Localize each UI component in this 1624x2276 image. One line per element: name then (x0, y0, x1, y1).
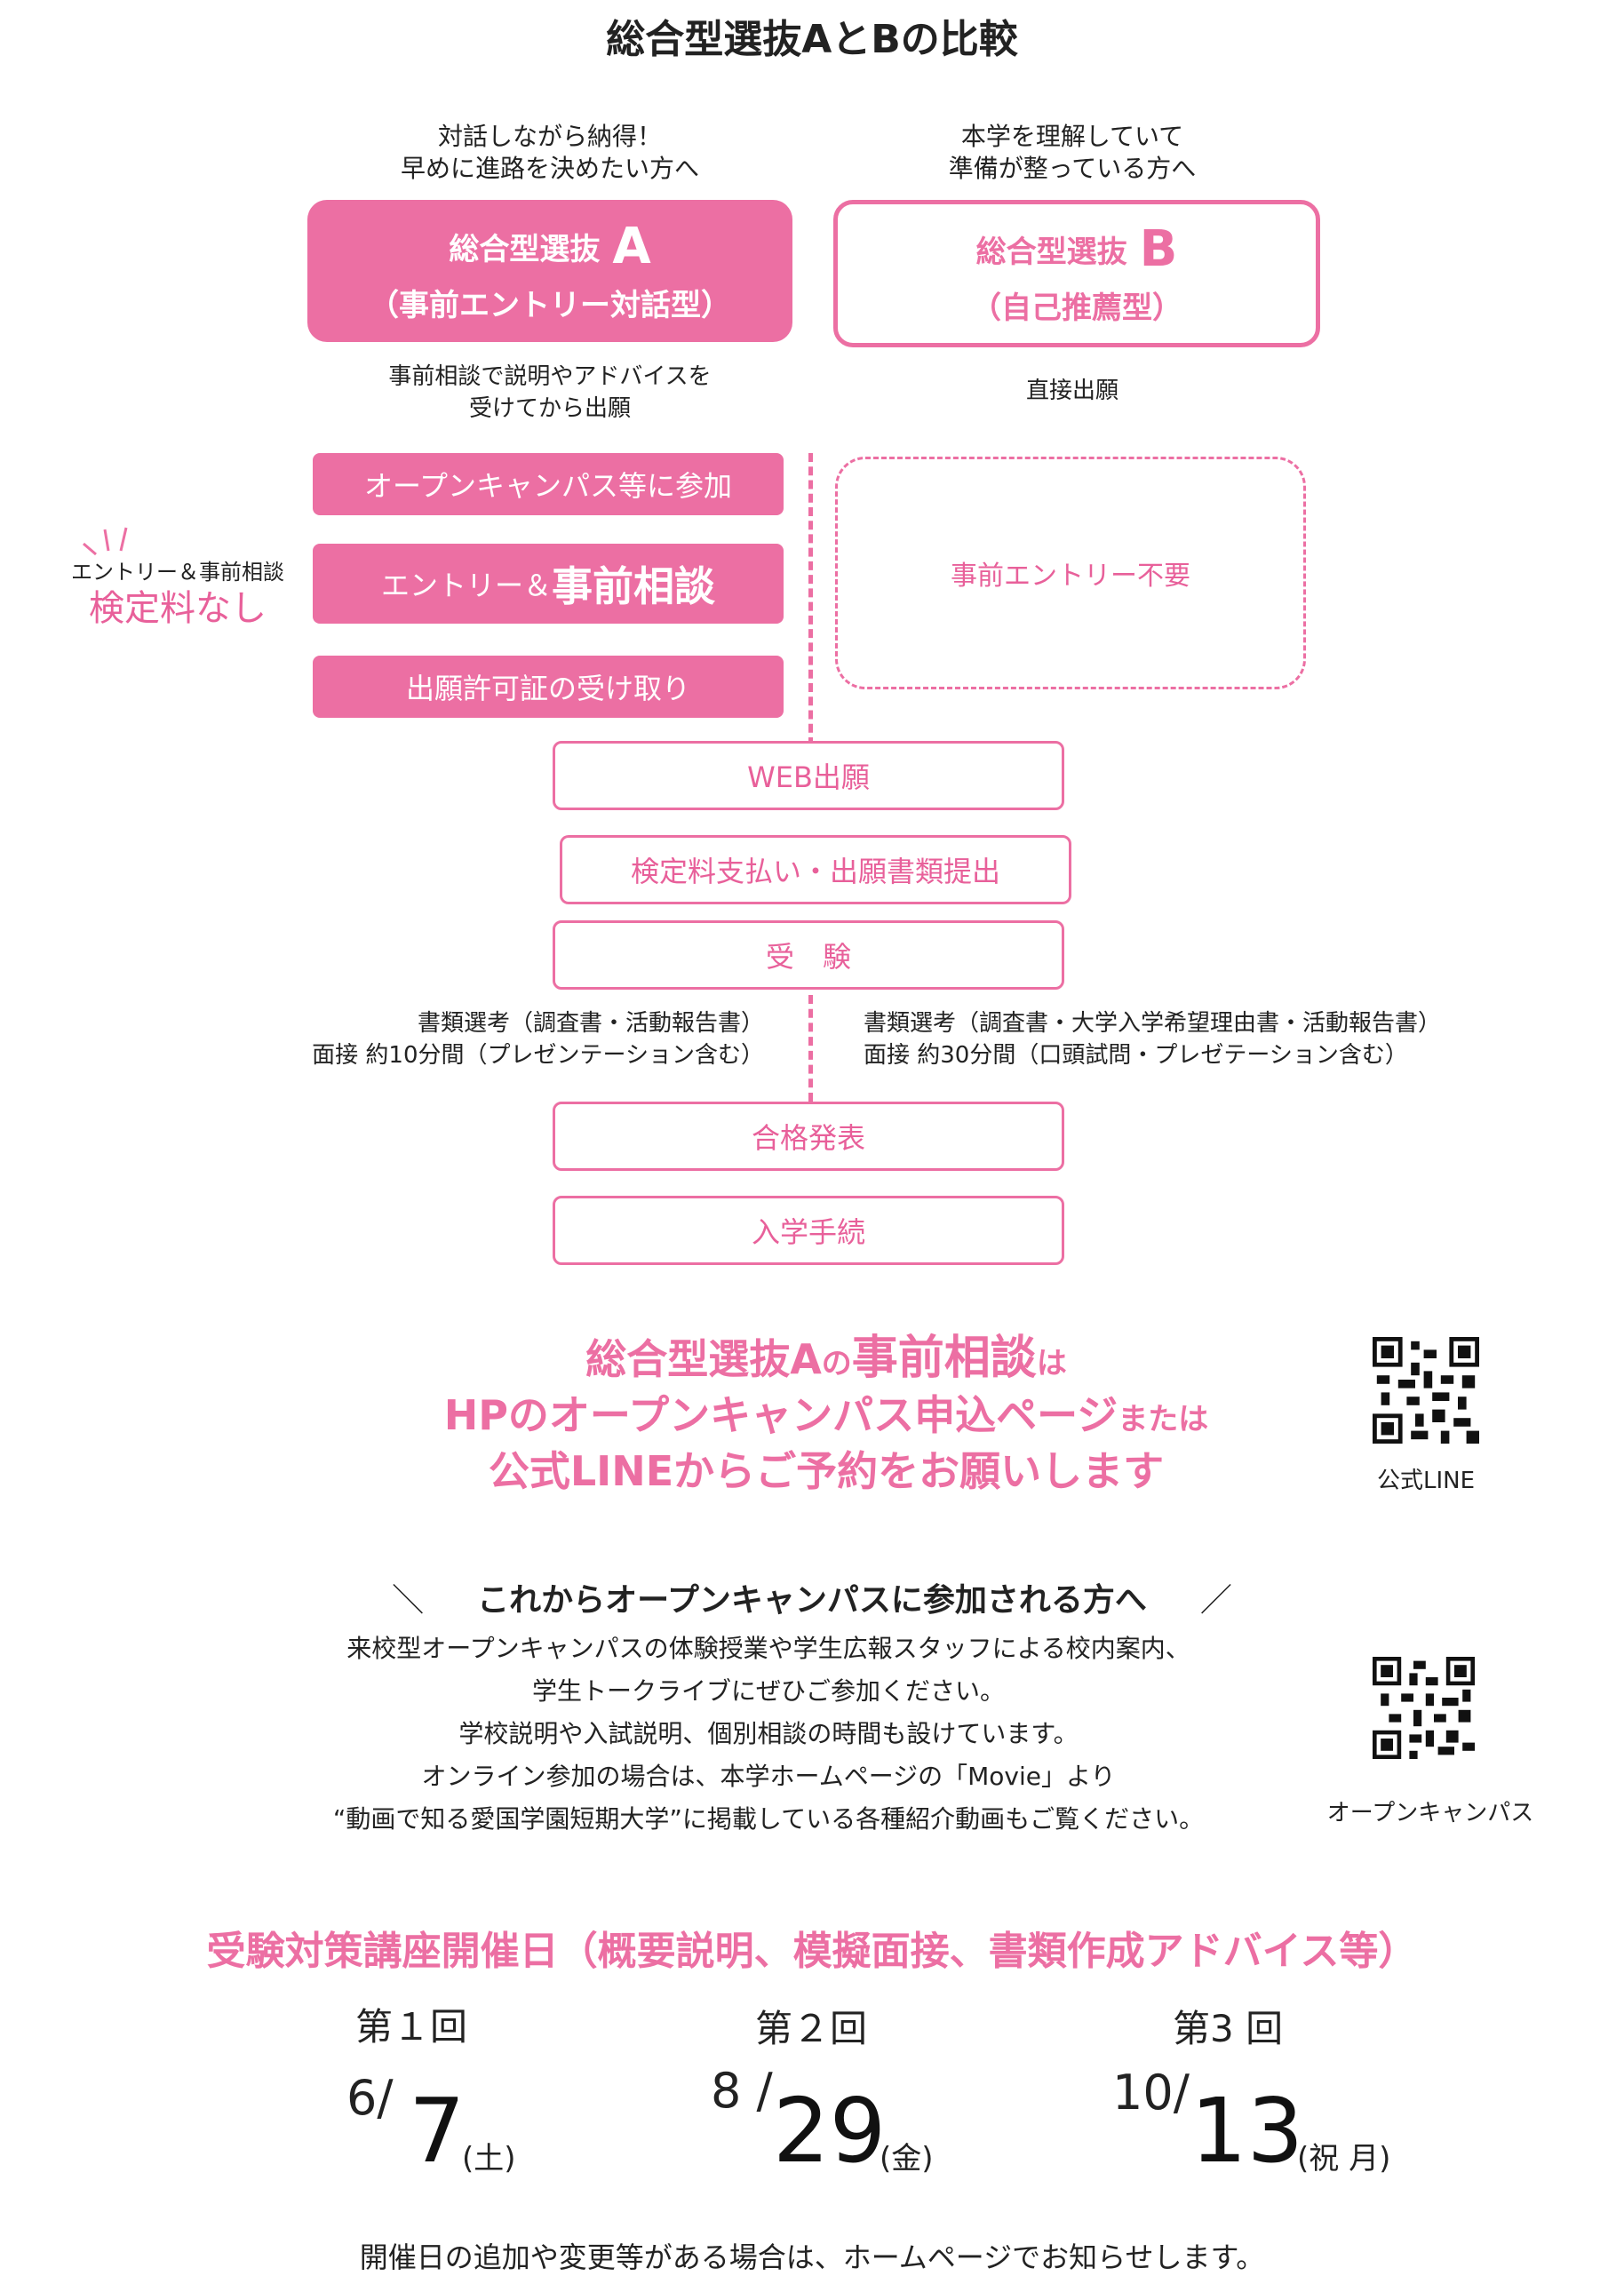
schedule-title: 受験対策講座開催日（概要説明、模擬面接、書類作成アドバイス等） (206, 1929, 1418, 1974)
step-exam: 受 験 (553, 920, 1064, 990)
col-b-exam-line: 書類選考（調査書・大学入学希望理由書・活動報告書） (864, 1010, 1442, 1037)
col-b-intro-line: 準備が整っている方へ (948, 154, 1197, 183)
step-open-campus: オープンキャンパス等に参加 (313, 453, 784, 515)
session-1-round: 第１回 (355, 2005, 468, 2049)
col-b-exam-line: 面接 約30分間（口頭試問・プレゼテーション含む） (864, 1042, 1408, 1069)
col-a-desc-line: 受けてから出願 (468, 395, 631, 422)
selection-a-card: 総合型選抜 A （事前エントリー対話型） (307, 200, 792, 342)
open-campus-line: オンライン参加の場合は、本学ホームページの「Movie」より (421, 1762, 1116, 1791)
heading-slash-left: ＼ (392, 1582, 425, 1619)
open-campus-line: 学生トークライブにぜひご参加ください。 (531, 1676, 1005, 1706)
selection-b-card: 総合型選抜 B （自己推薦型） (833, 200, 1320, 347)
open-campus-line: 来校型オープンキャンパスの体験授業や学生広報スタッフによる校内案内、 (346, 1634, 1190, 1663)
session-3-round: 第3 回 (1173, 2007, 1284, 2050)
session-1-day: 7 (409, 2079, 466, 2183)
col-a-intro: 対話しながら納得！ 早めに進路を決めたい方へ (307, 121, 792, 185)
col-a-exam-line: 面接 約10分間（プレゼンテーション含む） (312, 1042, 764, 1069)
step-entry-consult: エントリー＆ 事前相談 (313, 544, 784, 624)
card-a-letter: A (612, 218, 651, 275)
no-entry-box: 事前エントリー不要 (835, 457, 1306, 689)
col-a-desc-line: 事前相談で説明やアドバイスを (388, 363, 712, 390)
promo-or: または (1118, 1402, 1209, 1437)
session-3-dow: (祝 月) (1297, 2141, 1391, 2177)
session-3-day: 13 (1190, 2079, 1304, 2183)
col-a-intro-line: 対話しながら納得！ (437, 122, 662, 151)
session-2-day: 29 (773, 2079, 887, 2183)
session-1-month: 6/ (346, 2070, 394, 2126)
col-a-exam-line: 書類選考（調査書・活動報告書） (417, 1010, 764, 1037)
promo-a: 総合型選抜A (585, 1335, 822, 1383)
qr-open-campus-label: オープンキャンパス (1326, 1800, 1534, 1826)
col-b-desc: 直接出願 (1025, 378, 1118, 404)
promo-ha: は (1036, 1346, 1067, 1381)
footer-note: 開催日の追加や変更等がある場合は、ホームページでお知らせします。 (359, 2240, 1265, 2274)
open-campus-heading: ＼ これからオープンキャンパスに参加される方へ ／ (0, 1574, 1624, 1620)
promo-message: 総合型選抜Aの事前相談は HPのオープンキャンパス申込ページまたは 公式LINE… (382, 1333, 1270, 1497)
step-web-apply: WEB出願 (553, 741, 1064, 810)
session-3-month: 10/ (1112, 2065, 1190, 2121)
promo-hp: HPのオープンキャンパス申込ページ (443, 1391, 1118, 1439)
connector-line (808, 453, 813, 746)
promo-no: の (821, 1346, 852, 1381)
card-a-subtitle: （事前エントリー対話型） (369, 288, 731, 323)
step-entry-label: エントリー＆ (380, 569, 552, 602)
qr-code-open-campus-icon[interactable] (1373, 1657, 1475, 1759)
open-campus-heading-text: これからオープンキャンパスに参加される方へ (477, 1582, 1147, 1619)
sparkle-icon (83, 527, 128, 556)
col-b-intro-line: 本学を理解していて (960, 122, 1184, 151)
card-b-subtitle: （自己推薦型） (971, 290, 1182, 326)
qr-code-line-icon[interactable] (1373, 1337, 1479, 1444)
col-b-exam-detail: 書類選考（調査書・大学入学希望理由書・活動報告書） 面接 約30分間（口頭試問・… (864, 1007, 1539, 1071)
card-a-prefix: 総合型選抜 (449, 232, 601, 267)
session-1-dow: (土) (462, 2141, 516, 2177)
open-campus-body: 来校型オープンキャンパスの体験授業や学生広報スタッフによる校内案内、 学生トーク… (267, 1627, 1270, 1841)
side-note-small: エントリー＆事前相談 (71, 560, 284, 585)
open-campus-line: 学校説明や入試説明、個別相談の時間も設けています。 (458, 1719, 1079, 1748)
session-2-dow: (金) (880, 2141, 934, 2177)
session-2-round: 第２回 (755, 2007, 868, 2050)
qr-line-label: 公式LINE (1376, 1468, 1476, 1494)
promo-line: 公式LINEからご予約をお願いします (488, 1447, 1165, 1495)
step-results: 合格発表 (553, 1102, 1064, 1171)
step-fee-documents: 検定料支払い・出願書類提出 (560, 835, 1071, 904)
col-b-intro: 本学を理解していて 準備が整っている方へ (833, 121, 1311, 185)
connector-line (808, 995, 813, 1102)
promo-consult: 事前相談 (851, 1332, 1037, 1385)
card-b-prefix: 総合型選抜 (975, 235, 1127, 270)
open-campus-line: “動画で知る愛国学園短期大学”に掲載している各種紹介動画もご覧ください。 (332, 1804, 1205, 1834)
session-2-month: 8 / (711, 2063, 773, 2119)
page-title: 総合型選抜AとBの比較 (606, 17, 1018, 62)
step-enrollment: 入学手続 (553, 1196, 1064, 1265)
step-consult-label: 事前相談 (552, 562, 715, 610)
card-b-letter: B (1139, 220, 1178, 278)
heading-slash-right: ／ (1199, 1582, 1232, 1619)
col-a-desc: 事前相談で説明やアドバイスを 受けてから出願 (307, 361, 792, 425)
col-a-intro-line: 早めに進路を決めたい方へ (400, 154, 699, 183)
step-permit: 出願許可証の受け取り (313, 656, 784, 718)
side-note-big: 検定料なし (89, 588, 267, 629)
col-a-exam-detail: 書類選考（調査書・活動報告書） 面接 約10分間（プレゼンテーション含む） (284, 1007, 764, 1071)
